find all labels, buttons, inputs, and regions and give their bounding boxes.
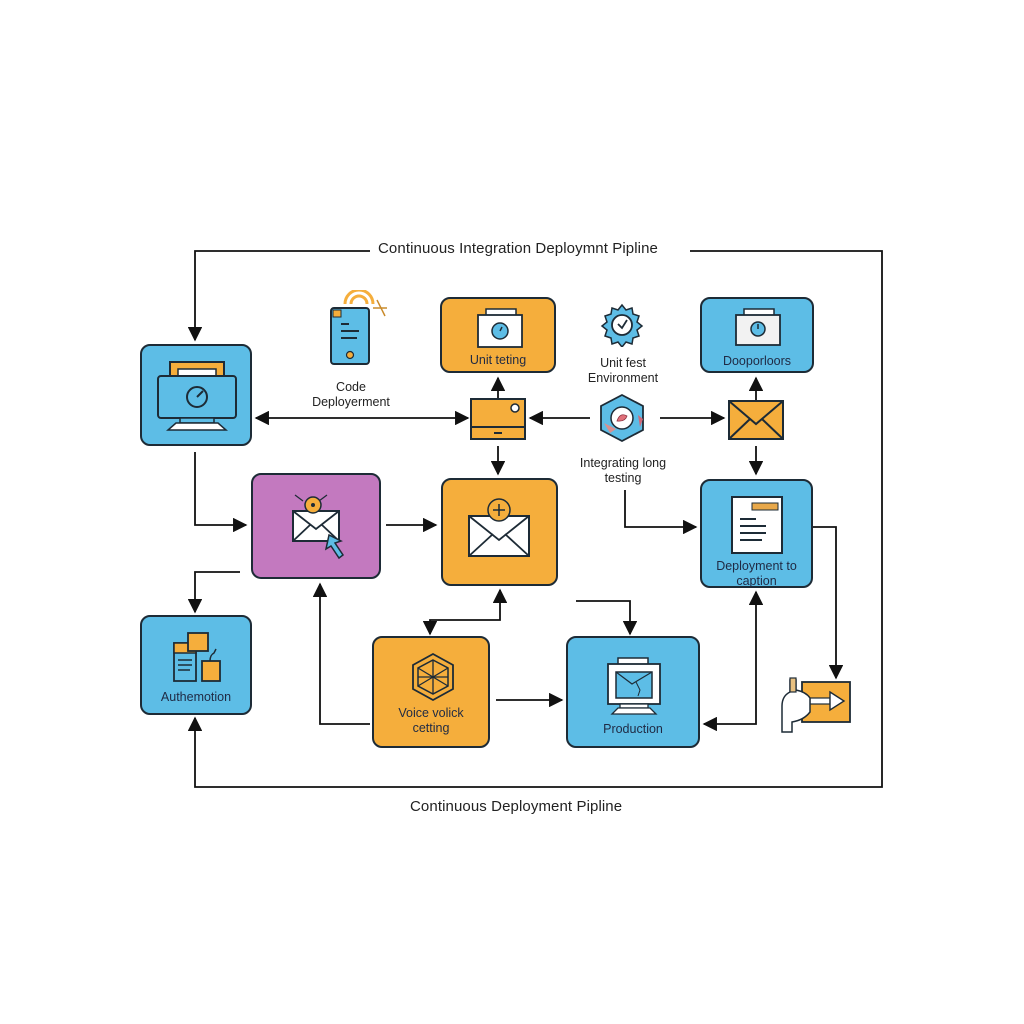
envelope-icon[interactable] [728,400,784,440]
integration-testing-label: Integrating long testing [568,456,678,486]
node-production[interactable]: Production [566,636,700,748]
voice-check-setting-label-line2: cetting [412,721,450,735]
gear-clock-icon [600,303,644,347]
production-label: Production [603,722,663,736]
node-deployments[interactable]: Dooporloors [700,297,814,373]
computer-icon [607,657,661,715]
device-icon[interactable] [470,398,526,440]
document-icon [731,496,783,554]
unit-test-environment-label: Unit fest Environment [570,356,676,386]
deployment-to-caption-label-line1: Deployment to [716,559,797,573]
integration-testing-label-line1: Integrating long [579,456,667,470]
unit-test-environment-label-line1: Unit fest [600,356,646,370]
node-deployment-to-caption[interactable]: Deployment to caption [700,479,813,588]
folder-gauge-icon [477,308,523,348]
voice-check-setting-label: Voice volick cetting [374,706,488,736]
connectors [187,250,883,788]
node-unit-testing[interactable]: Unit teting [440,297,556,373]
connector-top-left-loop [187,250,370,342]
connector-integration-caption [624,490,698,535]
hexagon-bug-icon[interactable] [596,393,648,443]
node-approval-mail[interactable] [441,478,558,586]
monitor-gauge-icon [157,361,237,431]
code-deployment-label: Code Deployerment [296,380,406,410]
diagram-title-bottom: Continuous Deployment Pipline [402,798,631,815]
connector-to-production [576,600,638,636]
code-deployment-label-line1: Code [336,380,366,394]
connector-top-right-loop [187,250,883,788]
connector-caption-handoff [812,526,844,680]
connector-monitor-review [194,452,248,533]
envelope-badge-icon [468,498,530,557]
node-automation[interactable]: Authemotion [140,615,252,715]
envelope-cursor-icon [292,494,345,560]
automation-label: Authemotion [160,690,232,704]
hexagon-cube-icon [412,652,454,702]
unit-testing-label: Unit teting [469,353,527,367]
integration-testing-label-line2: testing [604,471,642,485]
hand-arrow-icon[interactable] [778,676,854,734]
deployment-to-caption-label-line2: caption [736,574,777,588]
deployment-to-caption-label: Deployment to caption [702,559,811,589]
connector-caption-production [702,590,764,732]
connector-review-automation [187,571,240,614]
folder-gauge-icon [735,308,781,346]
node-voice-check-setting[interactable]: Voice volick cetting [372,636,490,748]
code-deployment-label-line2: Deployerment [312,395,390,409]
diagram-title-top: Continuous Integration Deploymnt Pipline [370,240,666,257]
unit-test-environment-label-line2: Environment [587,371,659,385]
connector-approval-voice [422,588,508,636]
files-icon [173,632,221,682]
deployments-label: Dooporloors [722,354,792,368]
mobile-signal-icon [330,290,387,365]
voice-check-setting-label-line1: Voice volick [398,706,464,720]
node-source-monitor[interactable] [140,344,252,446]
node-review-mail[interactable] [251,473,381,579]
connector-voice-review [312,582,370,725]
